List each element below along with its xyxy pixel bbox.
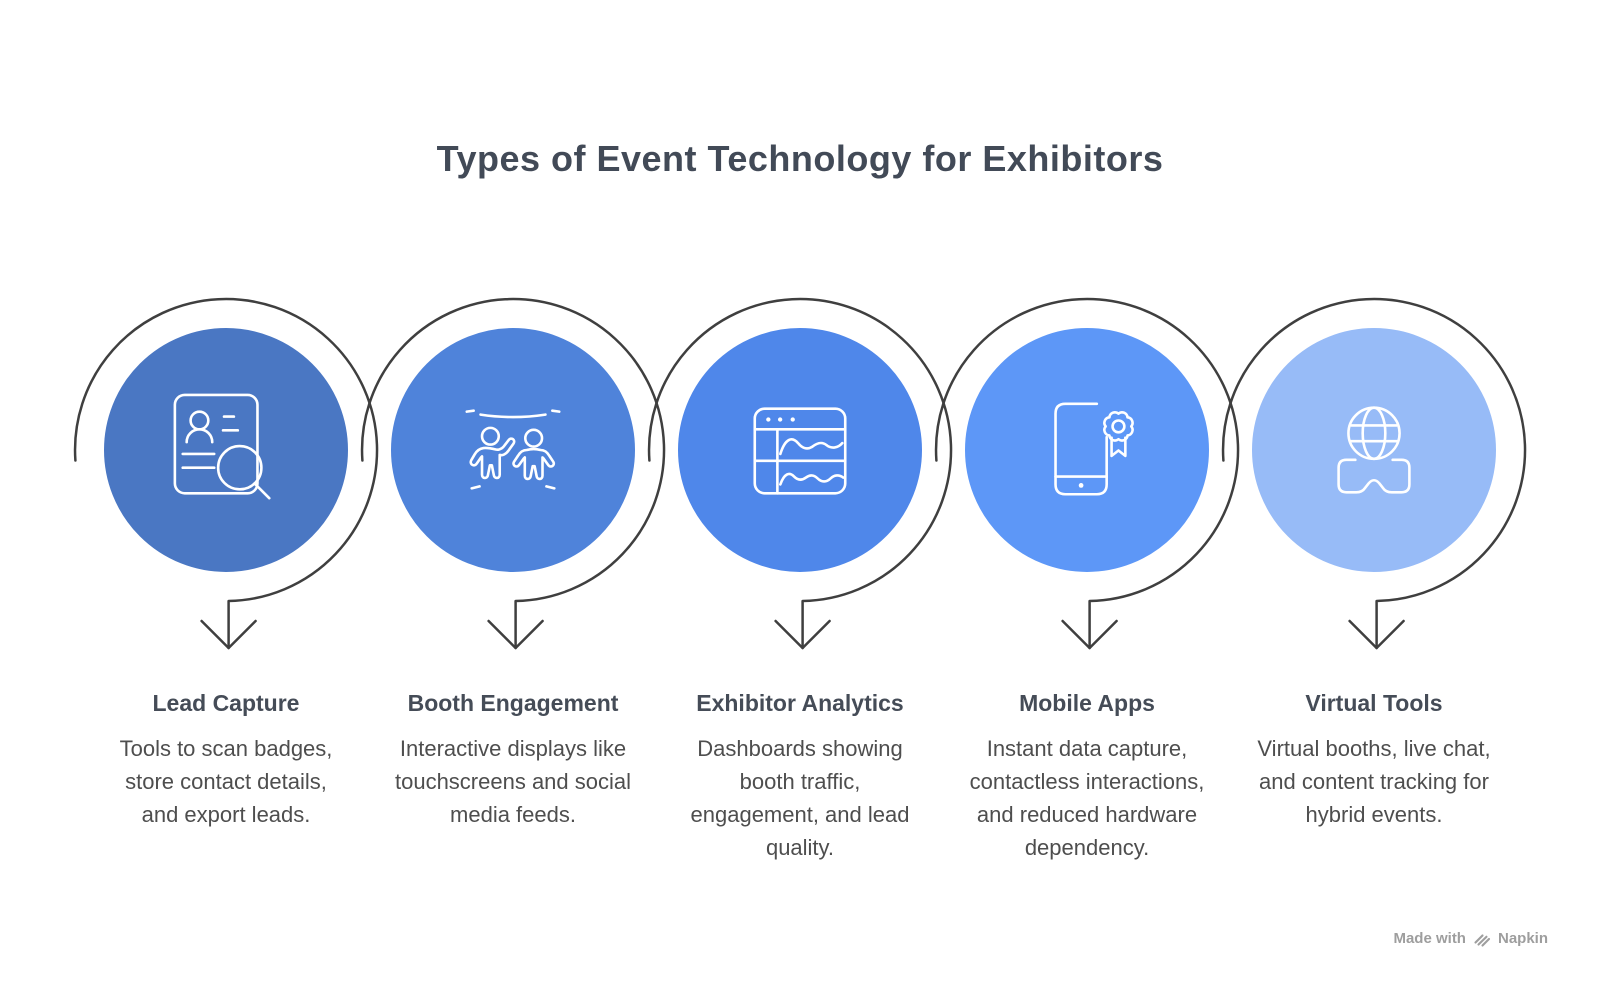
badge-scan-search-icon: [167, 391, 285, 509]
item-description: Instant data capture, contactless intera…: [969, 736, 1205, 860]
unit-virtual-tools: Virtual Tools Virtual booths, live chat,…: [1221, 290, 1527, 864]
page-title: Types of Event Technology for Exhibitors: [436, 138, 1164, 179]
item-description: Interactive displays like touchscreens a…: [394, 736, 632, 827]
unit-lead-capture: Lead Capture Tools to scan badges, store…: [73, 290, 379, 864]
circle-virtual-tools: [1248, 324, 1500, 576]
napkin-logo-icon: [1474, 933, 1491, 947]
dashboard-analytics-icon: [741, 391, 859, 509]
item-description: Tools to scan badges, store contact deta…: [119, 736, 333, 827]
mobile-award-icon: [1028, 391, 1146, 509]
globe-vr-headset-icon: [1315, 391, 1433, 509]
item-title: Booth Engagement: [407, 690, 619, 716]
item-description: Virtual booths, live chat, and content t…: [1257, 736, 1491, 827]
item-title: Exhibitor Analytics: [696, 690, 904, 716]
unit-exhibitor-analytics: Exhibitor Analytics Dashboards showing b…: [647, 290, 953, 864]
circle-booth-engagement: [387, 324, 639, 576]
items-row: Lead Capture Tools to scan badges, store…: [0, 290, 1600, 864]
made-with-text: Made with: [1393, 930, 1466, 947]
item-title: Virtual Tools: [1305, 690, 1443, 716]
arc-arrow-down: [73, 297, 379, 650]
unit-booth-engagement: Booth Engagement Interactive displays li…: [360, 290, 666, 864]
circle-mobile-apps: [961, 324, 1213, 576]
circle-lead-capture: [100, 324, 352, 576]
people-engagement-icon: [454, 391, 572, 509]
item-title: Mobile Apps: [1019, 690, 1155, 716]
watermark: Made with Napkin: [1393, 930, 1548, 947]
item-title: Lead Capture: [152, 690, 300, 716]
figure-mobile-apps: [934, 290, 1240, 662]
figure-exhibitor-analytics: [647, 290, 953, 662]
item-description: Dashboards showing booth traffic, engage…: [690, 736, 910, 860]
arc-arrow-down: [1221, 297, 1527, 650]
figure-booth-engagement: [360, 290, 666, 662]
circle-exhibitor-analytics: [674, 324, 926, 576]
figure-lead-capture: [73, 290, 379, 662]
arc-arrow-down: [934, 297, 1240, 650]
arc-arrow-down: [647, 297, 953, 650]
unit-mobile-apps: Mobile Apps Instant data capture, contac…: [934, 290, 1240, 864]
arc-arrow-down: [360, 297, 666, 650]
napkin-brand-text: Napkin: [1497, 930, 1548, 947]
figure-virtual-tools: [1221, 290, 1527, 662]
